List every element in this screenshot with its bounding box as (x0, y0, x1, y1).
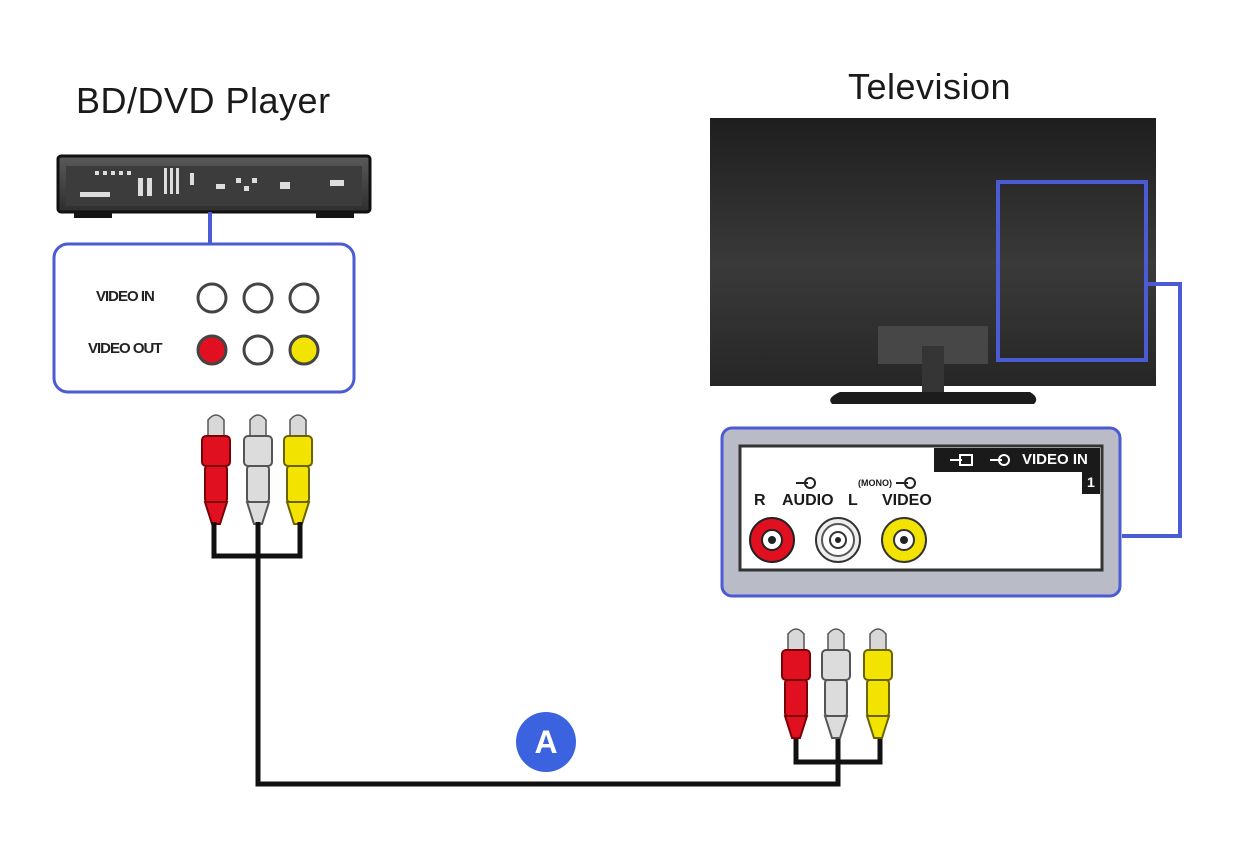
player-title: BD/DVD Player (76, 80, 331, 121)
bd-dvd-player-device (56, 154, 372, 218)
tv-callout-line (1122, 282, 1182, 538)
cable-badge: A (516, 712, 576, 772)
audio-label: AUDIO (782, 492, 834, 509)
l-label: L (848, 492, 858, 509)
tv-panel-header-label: VIDEO IN (1022, 451, 1088, 468)
av-cable (211, 522, 883, 787)
r-label: R (754, 492, 766, 509)
left-rca-plugs (201, 414, 313, 525)
video-out-jack-yellow (288, 334, 320, 366)
video-out-label: VIDEO OUT (88, 340, 163, 357)
right-rca-plugs (781, 628, 893, 739)
video-in-jack-2 (242, 282, 274, 314)
television-device (710, 118, 1156, 404)
television-title: Television (848, 66, 1012, 107)
player-jack-panel (52, 242, 356, 394)
tv-input-highlight (996, 180, 1148, 362)
video-out-jack-red (196, 334, 228, 366)
video-in-jack-1 (196, 282, 228, 314)
video-in-label: VIDEO IN (96, 288, 155, 305)
tv-panel-input-number: 1 (1087, 474, 1095, 490)
video-out-jack-white (242, 334, 274, 366)
video-label: VIDEO (882, 492, 932, 509)
video-in-jack-3 (288, 282, 320, 314)
mono-label: (MONO) (858, 478, 892, 488)
tv-jack-panel (720, 426, 1122, 598)
